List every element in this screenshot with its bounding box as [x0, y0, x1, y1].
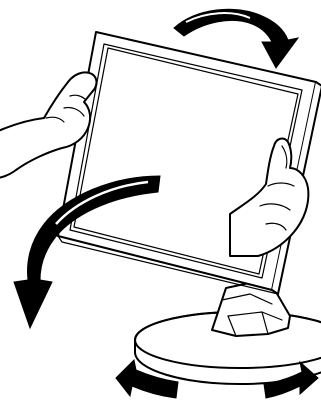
illustration-canvas [0, 0, 321, 406]
monitor-adjustment-illustration [0, 0, 321, 406]
